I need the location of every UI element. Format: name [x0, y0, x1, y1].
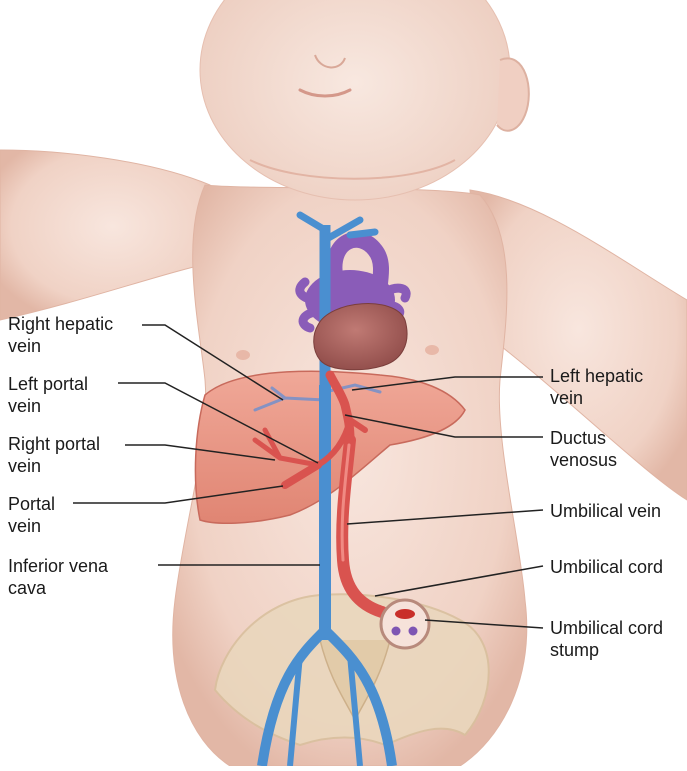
label-text: venosus	[550, 449, 617, 471]
label-umbilical-cord: Umbilical cord	[550, 556, 663, 578]
label-portal-vein: Portal vein	[8, 493, 55, 537]
label-left-portal-vein: Left portal vein	[8, 373, 88, 417]
label-text: Umbilical cord	[550, 617, 663, 639]
label-right-portal-vein: Right portal vein	[8, 433, 100, 477]
label-text: Umbilical vein	[550, 500, 661, 522]
label-text: Inferior vena	[8, 555, 108, 577]
left-arm	[0, 150, 225, 320]
label-inferior-vena-cava: Inferior vena cava	[8, 555, 108, 599]
ear-icon	[497, 58, 529, 130]
label-umbilical-vein: Umbilical vein	[550, 500, 661, 522]
stump-artery-1	[392, 627, 401, 636]
label-text: cava	[8, 577, 108, 599]
left-nipple	[236, 350, 250, 360]
right-nipple	[425, 345, 439, 355]
label-text: vein	[8, 395, 88, 417]
label-ductus-venosus: Ductus venosus	[550, 427, 617, 471]
label-umbilical-cord-stump: Umbilical cord stump	[550, 617, 663, 661]
label-text: Umbilical cord	[550, 556, 663, 578]
label-text: Ductus	[550, 427, 617, 449]
head	[200, 0, 510, 200]
label-text: Left hepatic	[550, 365, 643, 387]
label-left-hepatic-vein: Left hepatic vein	[550, 365, 643, 409]
label-text: Left portal	[8, 373, 88, 395]
label-text: vein	[550, 387, 643, 409]
label-text: Portal	[8, 493, 55, 515]
stump-vein-lumen	[395, 609, 415, 619]
label-text: Right hepatic	[8, 313, 113, 335]
label-text: Right portal	[8, 433, 100, 455]
stump-artery-2	[409, 627, 418, 636]
label-text: vein	[8, 455, 100, 477]
umbilical-cord-stump	[381, 600, 429, 648]
label-text: stump	[550, 639, 663, 661]
label-right-hepatic-vein: Right hepatic vein	[8, 313, 113, 357]
label-text: vein	[8, 335, 113, 357]
label-text: vein	[8, 515, 55, 537]
